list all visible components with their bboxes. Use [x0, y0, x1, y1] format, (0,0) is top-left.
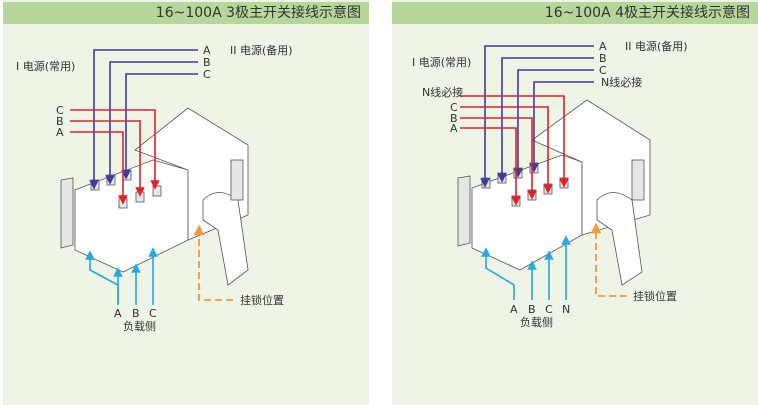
load-label: N: [562, 303, 570, 316]
padlock-label: 挂锁位置: [240, 293, 284, 307]
wire-label: C: [450, 101, 458, 114]
wire-label: A: [203, 44, 211, 57]
source1-label: I 电源(常用): [16, 59, 75, 73]
wire-label: C: [203, 68, 211, 81]
diagram-panel-4-pole: 16~100A 4极主开关接线示意图 A B C N线必接 II 电源(备用) …: [392, 0, 758, 405]
source2-wire-b: [105, 61, 198, 185]
wire-label: B: [599, 52, 607, 65]
wire-label: C: [599, 64, 607, 77]
wiring-diagram-4-pole: A B C N线必接 II 电源(备用) I 电源(常用) N线必接 C B A…: [412, 39, 688, 329]
source1-label: I 电源(常用): [412, 55, 471, 69]
wire-label: B: [450, 112, 458, 125]
source2-wire-n: [529, 81, 594, 173]
load-label: B: [528, 303, 536, 316]
source1-wire-b: [70, 120, 145, 197]
source1-wire-n: [460, 95, 569, 188]
wiring-diagram-3-pole: A B C II 电源(备用) I 电源(常用) C B A A B C 负载侧…: [16, 43, 293, 333]
source1-wire-a: [70, 131, 128, 205]
panel-title: 16~100A 4极主开关接线示意图: [392, 2, 758, 24]
padlock-indicator: [193, 224, 233, 301]
padlock-label: 挂锁位置: [633, 289, 677, 303]
source2-wire-a: [480, 45, 594, 188]
switch-device: [60, 107, 249, 286]
load-label: C: [545, 303, 553, 316]
source1-wire-c: [460, 106, 553, 194]
load-side-label: 负载侧: [123, 319, 156, 333]
source2-wire-a: [89, 49, 198, 190]
load-side-label: 负载侧: [520, 315, 553, 329]
source1-wire-c: [70, 109, 160, 190]
load-label: A: [510, 303, 518, 316]
wire-label: B: [56, 115, 64, 128]
wire-label: A: [599, 40, 607, 53]
wire-label: A: [450, 122, 458, 135]
source2-wire-b: [497, 57, 594, 183]
source1-wire-a: [460, 127, 521, 206]
source2-wire-c: [513, 69, 594, 178]
source2-label: II 电源(备用): [625, 39, 688, 53]
wire-label: C: [56, 104, 64, 117]
load-label: C: [149, 307, 157, 320]
panel-title: 16~100A 3极主开关接线示意图: [3, 2, 369, 24]
wire-label: N线必接: [601, 75, 642, 89]
wire-label: A: [56, 126, 64, 139]
load-wire-a: [481, 247, 515, 300]
load-label: A: [114, 307, 122, 320]
diagram-panel-3-pole: 16~100A 3极主开关接线示意图 A B C II 电源(备用) I 电源(…: [3, 0, 369, 405]
source1-wire-b: [460, 117, 537, 200]
wire-label: N线必接: [422, 85, 463, 99]
wire-label: B: [203, 56, 211, 69]
load-label: B: [132, 307, 140, 320]
source2-wire-c: [121, 73, 198, 180]
source2-label: II 电源(备用): [230, 43, 293, 57]
